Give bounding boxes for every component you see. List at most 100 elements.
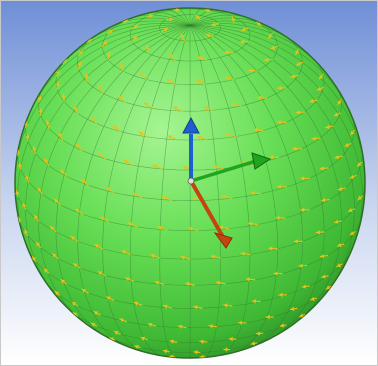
vector-arrow-head xyxy=(114,330,119,335)
vector-arrow-head xyxy=(15,190,20,195)
vector-arrow-head xyxy=(91,116,95,121)
vector-arrow-head xyxy=(44,158,49,163)
vector-arrow-head xyxy=(181,255,185,260)
vector-field xyxy=(15,8,363,358)
vector-arrow-head xyxy=(118,95,123,100)
vector-arrow-head xyxy=(73,312,78,317)
vector-arrow-head xyxy=(106,296,111,301)
vector-arrow-head xyxy=(321,197,326,203)
vector-arrow-head xyxy=(163,349,168,354)
vector-arrow-head xyxy=(98,153,103,157)
vector-arrow-head xyxy=(273,271,278,276)
vector-arrow-head xyxy=(294,239,298,244)
vector-arrow-head xyxy=(133,192,138,197)
vector-arrow-head xyxy=(240,251,245,256)
x-axis-line xyxy=(190,159,257,183)
vector-arrow-head xyxy=(149,14,154,19)
vector-arrow-head xyxy=(37,187,42,192)
vector-arrow-head xyxy=(70,236,75,241)
vector-arrow-head xyxy=(232,102,237,107)
vector-arrow-head xyxy=(196,79,201,84)
mesh-line xyxy=(56,22,191,70)
vector-arrow-head xyxy=(199,354,204,358)
vector-arrow-head xyxy=(193,350,198,355)
vector-arrow-head xyxy=(105,187,110,192)
vector-arrow-head xyxy=(350,130,355,135)
vector-arrow-head xyxy=(139,132,144,136)
vector-arrow-head xyxy=(55,291,60,296)
vector-arrow-head xyxy=(310,296,315,301)
vector-arrow-head xyxy=(248,221,253,226)
vector-arrow-head xyxy=(119,318,124,323)
vector-arrow-head xyxy=(72,302,77,306)
vector-arrow-head xyxy=(25,175,30,180)
vector-arrow-head xyxy=(121,250,126,255)
vector-arrow-head xyxy=(180,34,185,39)
vector-arrow-head xyxy=(167,79,172,83)
vector-arrow-head xyxy=(193,305,198,310)
vector-arrow-head xyxy=(270,45,275,50)
vector-arrow-head xyxy=(77,62,82,67)
mesh-line xyxy=(189,8,204,26)
coordinate-triad[interactable] xyxy=(182,116,272,249)
vector-arrow-head xyxy=(321,274,326,279)
vector-arrow-head xyxy=(60,279,65,284)
vector-arrow-head xyxy=(335,155,339,160)
vector-arrow-head xyxy=(295,50,300,55)
vector-arrow-head xyxy=(277,120,281,125)
vector-arrow-head xyxy=(109,337,115,342)
vector-arrow-head xyxy=(198,56,203,61)
vector-arrow-head xyxy=(128,222,133,227)
mesh-line xyxy=(189,25,278,353)
vector-arrow-head xyxy=(266,314,270,320)
vector-arrow-head xyxy=(226,133,231,138)
vector-arrow-head xyxy=(298,263,303,268)
vector-arrow-head xyxy=(163,304,168,309)
vector-arrow-head xyxy=(240,39,245,44)
vector-arrow-head xyxy=(320,166,324,171)
y-axis-head xyxy=(182,116,200,134)
vector-arrow-head xyxy=(199,339,204,344)
vector-arrow-head xyxy=(253,127,258,133)
mesh-line xyxy=(25,24,191,122)
vector-arrow-head xyxy=(292,146,297,151)
triad-origin xyxy=(187,177,195,185)
vector-arrow-head xyxy=(269,155,274,160)
vector-arrow-head xyxy=(37,96,42,101)
vector-arrow-head xyxy=(252,299,256,304)
vector-arrow-head xyxy=(345,142,350,147)
mesh-line xyxy=(189,25,303,348)
vector-arrow-head xyxy=(277,85,282,91)
vector-arrow-head xyxy=(183,166,188,171)
mesh-line xyxy=(176,8,191,26)
mesh-line xyxy=(189,11,234,26)
vector-arrow-head xyxy=(162,195,167,200)
mesh-line xyxy=(128,14,191,26)
vector-arrow-head xyxy=(325,124,330,130)
vector-arrow-head xyxy=(257,95,262,100)
vector-arrow-head xyxy=(250,190,255,196)
vector-arrow-head xyxy=(119,63,124,67)
vector-arrow-head xyxy=(238,320,243,325)
vector-arrow-head xyxy=(319,74,324,79)
vector-arrow-head xyxy=(44,268,49,273)
vector-arrow-head xyxy=(280,323,285,328)
vector-arrow-head xyxy=(211,22,216,27)
mesh-line xyxy=(129,25,191,357)
vector-arrow-head xyxy=(223,303,228,308)
mesh-line xyxy=(189,25,363,252)
vector-arrow-head xyxy=(326,285,331,290)
vector-arrow-head xyxy=(91,322,96,327)
vector-arrow-head xyxy=(140,72,145,77)
mesh-line xyxy=(189,14,252,26)
vector-arrow-head xyxy=(338,186,343,192)
vector-arrow-head xyxy=(134,344,139,349)
vector-arrow-head xyxy=(290,74,295,79)
vector-arrow-head xyxy=(311,136,316,141)
vector-arrow-head xyxy=(150,253,155,259)
vector-arrow-head xyxy=(225,76,230,81)
vector-arrow-head xyxy=(73,105,78,110)
vector-arrow-head xyxy=(94,311,99,316)
vector-arrow-head xyxy=(25,134,30,138)
